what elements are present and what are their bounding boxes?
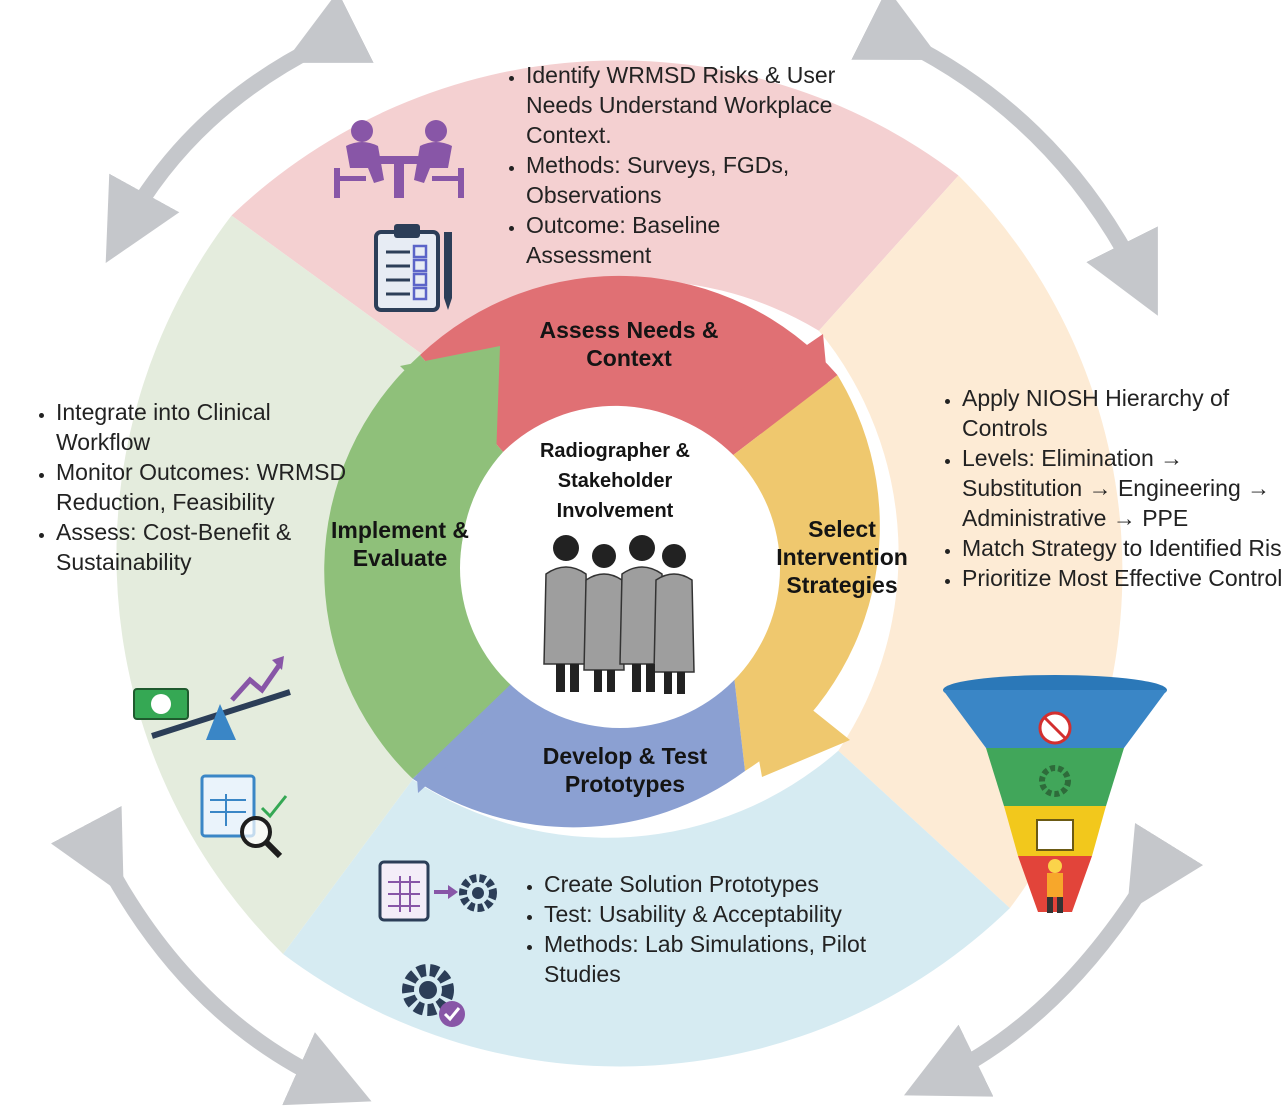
outer-arrows — [50, 0, 1204, 1106]
implement-bullet: Integrate into Clinical Workflow — [56, 397, 366, 457]
report-search-icon — [200, 774, 288, 859]
implement-arrowhead — [400, 346, 500, 458]
stage-label-assess: Assess Needs & Context — [539, 317, 719, 371]
develop-bullet: Methods: Lab Simulations, Pilot Studies — [544, 929, 904, 989]
radiographers-group-icon — [543, 535, 695, 694]
clipboard-checklist-icon — [374, 224, 452, 312]
develop-quadrant — [283, 750, 1010, 1067]
outer-arrow-bottom-left — [50, 805, 372, 1106]
develop-bullet: Test: Usability & Acceptability — [544, 899, 904, 929]
center-label: Radiographer & Stakeholder Involvement — [539, 440, 691, 522]
implement-bullet: Monitor Outcomes: WRMSD Reduction, Feasi… — [56, 457, 366, 517]
stage-label-develop: Develop & Test Prototypes — [542, 743, 708, 797]
implement-arrow-segment — [324, 355, 516, 779]
cost-benefit-balance-icon — [133, 656, 291, 740]
develop-bullets: Create Solution Prototypes Test: Usabili… — [514, 869, 904, 989]
implement-bullet: Assess: Cost-Benefit & Sustainability — [56, 517, 366, 577]
select-bullet: Apply NIOSH Hierarchy of Controls — [962, 383, 1281, 443]
meeting-icon — [334, 120, 464, 198]
assess-bullet: Methods: Surveys, FGDs, Observations — [526, 150, 846, 210]
assess-bullets: Identify WRMSD Risks & User Needs Unders… — [496, 60, 846, 270]
center-hub — [460, 408, 780, 728]
select-bullet: Levels: Elimination → Substitution → Eng… — [962, 443, 1281, 533]
implement-bullets: Integrate into Clinical Workflow Monitor… — [26, 397, 366, 577]
select-bullets: Apply NIOSH Hierarchy of Controls Levels… — [932, 383, 1281, 593]
assess-bullet: Identify WRMSD Risks & User Needs Unders… — [526, 60, 846, 150]
select-bullet: Prioritize Most Effective Controls — [962, 563, 1281, 593]
hierarchy-of-controls-funnel-icon — [943, 675, 1167, 913]
select-arrowhead — [740, 652, 850, 777]
gear-check-icon — [402, 964, 465, 1027]
select-bullet: Match Strategy to Identified Risks — [962, 533, 1281, 563]
outer-arrow-top-right — [851, 0, 1158, 316]
stage-label-select: Select Intervention Strategies — [776, 516, 908, 598]
develop-bullet: Create Solution Prototypes — [544, 869, 904, 899]
spreadsheet-to-gear-icon — [378, 860, 497, 922]
implement-quadrant — [116, 215, 422, 954]
select-arrow-segment — [731, 375, 880, 771]
outer-arrow-bottom-right — [903, 822, 1204, 1097]
outer-arrow-top-left — [105, 0, 374, 264]
assess-bullet: Outcome: Baseline Assessment — [526, 210, 846, 270]
stage-label-implement: Implement & Evaluate — [330, 517, 470, 571]
